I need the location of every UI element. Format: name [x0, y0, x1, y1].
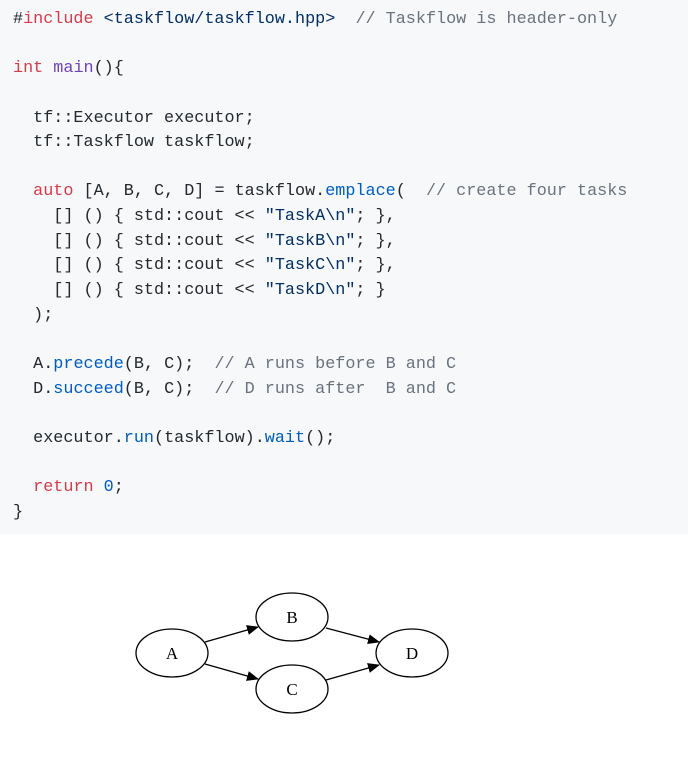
code-line — [13, 402, 627, 427]
code-token: ; } — [355, 281, 386, 301]
code-token: (){ — [93, 59, 124, 79]
code-token: executor. — [13, 428, 124, 448]
edge-b-d — [325, 627, 380, 645]
code-token: [] () { std::cout << — [13, 207, 265, 227]
code-token: auto — [33, 182, 74, 202]
code-token: ; }, — [355, 231, 396, 251]
code-token: 0 — [103, 478, 114, 498]
code-line: } — [13, 501, 627, 526]
edge-a-b — [204, 625, 259, 643]
code-token: // create four tasks — [425, 182, 628, 202]
code-token: int — [13, 59, 44, 79]
code-token: [A, B, C, D] = taskflow. — [73, 182, 326, 202]
code-line: ); — [13, 304, 627, 329]
code-token: main — [53, 59, 94, 79]
code-line: tf::Executor executor; — [13, 107, 627, 132]
code-token: precede — [53, 354, 124, 374]
edge-c-d — [325, 663, 380, 681]
task-dependency-graph: A B C D — [135, 592, 449, 714]
code-token — [335, 10, 355, 29]
code-token: succeed — [53, 379, 124, 399]
code-token — [94, 478, 104, 497]
code-token: tf::Taskflow taskflow; — [13, 133, 255, 153]
node-c-label: C — [286, 680, 297, 699]
code-token: [] () { std::cout << — [13, 231, 265, 251]
code-token: (taskflow). — [154, 428, 265, 448]
node-a: A — [135, 628, 209, 678]
code-line: [] () { std::cout << "TaskD\n"; } — [13, 279, 627, 304]
code-line: auto [A, B, C, D] = taskflow.emplace( //… — [13, 180, 627, 205]
code-line — [13, 82, 627, 107]
code-token: (B, C); — [123, 354, 215, 374]
code-token: emplace — [325, 182, 396, 202]
code-line: D.succeed(B, C); // D runs after B and C — [13, 378, 627, 403]
code-line — [13, 156, 627, 181]
code-token: A. — [13, 354, 54, 374]
code-token: ); — [13, 305, 54, 325]
code-token: # — [13, 10, 24, 29]
code-line — [13, 328, 627, 353]
code-token: // D runs after B and C — [214, 379, 457, 399]
code-token: ; }, — [355, 207, 396, 227]
code-line: [] () { std::cout << "TaskB\n"; }, — [13, 230, 627, 255]
code-token: ; — [113, 478, 124, 498]
code-line — [13, 452, 627, 477]
node-b: B — [255, 592, 329, 642]
code-token: "TaskD\n" — [264, 281, 356, 301]
node-d-label: D — [406, 644, 418, 663]
code-token: <taskflow/taskflow.hpp> — [103, 10, 336, 29]
code-line: return 0; — [13, 476, 627, 501]
code-token: (B, C); — [123, 379, 215, 399]
code-token — [13, 182, 33, 201]
node-c: C — [255, 664, 329, 714]
node-d: D — [375, 628, 449, 678]
code-token: D. — [13, 379, 54, 399]
code-token — [43, 59, 53, 78]
code-line: #include <taskflow/taskflow.hpp> // Task… — [13, 8, 627, 33]
code-line — [13, 33, 627, 58]
code-line: [] () { std::cout << "TaskC\n"; }, — [13, 254, 627, 279]
code-line: executor.run(taskflow).wait(); — [13, 427, 627, 452]
code-line: int main(){ — [13, 57, 627, 82]
code-token: [] () { std::cout << — [13, 256, 265, 276]
code-token: return — [33, 478, 94, 498]
code-line: A.precede(B, C); // A runs before B and … — [13, 353, 627, 378]
code-token: "TaskA\n" — [264, 207, 356, 227]
code-token — [13, 478, 33, 497]
code-token: } — [13, 502, 24, 522]
code-block: #include <taskflow/taskflow.hpp> // Task… — [13, 8, 628, 525]
code-token: [] () { std::cout << — [13, 281, 265, 301]
code-token: (); — [305, 428, 336, 448]
code-line: tf::Taskflow taskflow; — [13, 131, 627, 156]
code-token: // Taskflow is header-only — [355, 10, 618, 29]
code-token: tf::Executor executor; — [13, 108, 255, 128]
node-b-label: B — [286, 608, 297, 627]
node-a-label: A — [166, 644, 179, 663]
code-token: // A runs before B and C — [214, 354, 457, 374]
code-token: "TaskB\n" — [264, 231, 356, 251]
code-token: ( — [395, 182, 426, 202]
code-token: ; }, — [355, 256, 396, 276]
code-token: run — [123, 428, 154, 448]
code-token — [94, 10, 104, 29]
code-token: include — [23, 10, 94, 29]
code-line: [] () { std::cout << "TaskA\n"; }, — [13, 205, 627, 230]
code-listing: #include <taskflow/taskflow.hpp> // Task… — [13, 8, 627, 525]
code-token: "TaskC\n" — [264, 256, 356, 276]
code-token: wait — [264, 428, 306, 448]
edge-a-c — [204, 663, 259, 681]
